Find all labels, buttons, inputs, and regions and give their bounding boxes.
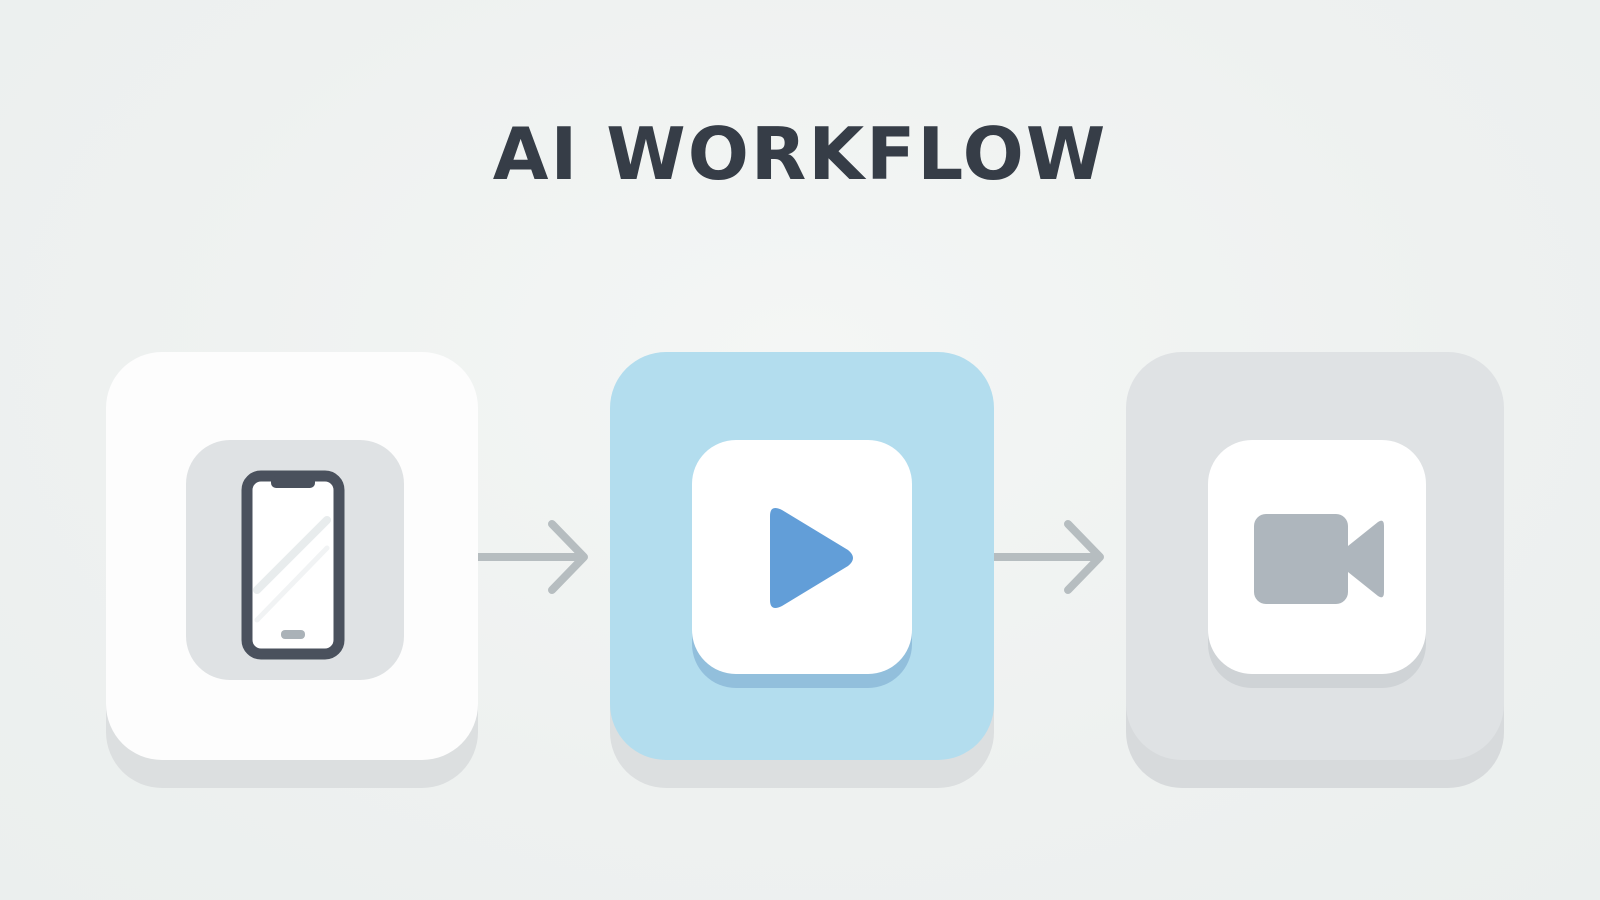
diagram-title: AI WORKFLOW — [492, 112, 1108, 196]
step-1-card — [106, 352, 478, 760]
step-3-card — [1126, 352, 1504, 760]
arrow-right-icon — [478, 520, 588, 594]
arrow-right-icon — [994, 520, 1104, 594]
video-camera-icon — [1254, 514, 1384, 604]
step-2-card — [610, 352, 994, 760]
smartphone-icon — [241, 470, 345, 660]
play-icon — [770, 508, 853, 608]
